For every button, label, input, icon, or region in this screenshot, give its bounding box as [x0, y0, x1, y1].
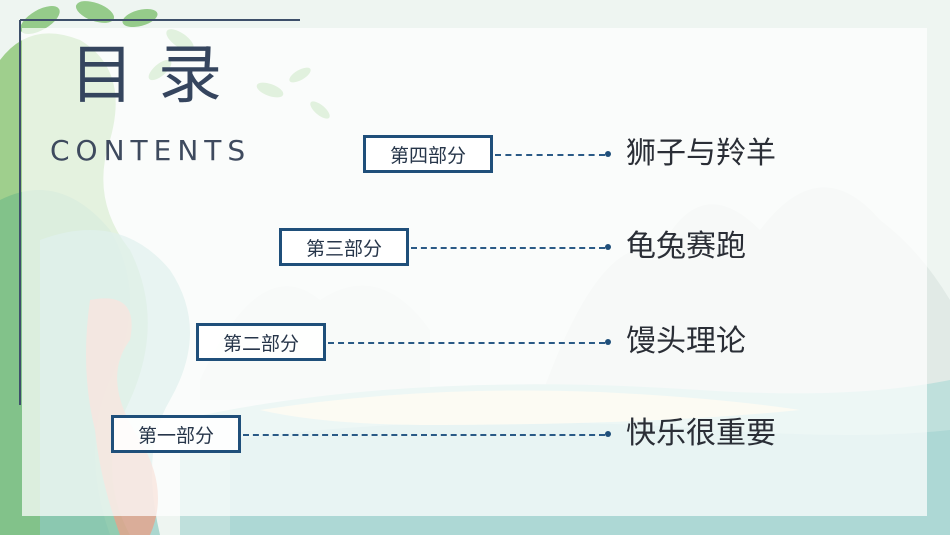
toc-item-1[interactable]: 第一部分 快乐很重要 — [111, 415, 813, 457]
dashed-connector — [411, 247, 605, 249]
connector-dot — [605, 244, 611, 250]
page-subtitle: CONTENTS — [50, 134, 252, 167]
section-title: 快乐很重要 — [626, 416, 776, 451]
dashed-connector — [495, 154, 605, 156]
toc-item-2[interactable]: 第二部分 馒头理论 — [196, 323, 813, 365]
section-title: 馒头理论 — [626, 324, 746, 359]
connector-dot — [605, 339, 611, 345]
part-label-box: 第二部分 — [196, 323, 326, 361]
section-title: 狮子与羚羊 — [626, 136, 776, 171]
dashed-connector — [243, 434, 605, 436]
part-label-box: 第一部分 — [111, 415, 241, 453]
part-label-box: 第四部分 — [363, 135, 493, 173]
part-label: 第三部分 — [305, 237, 382, 260]
part-label: 第二部分 — [222, 332, 299, 355]
part-label-box: 第三部分 — [279, 228, 409, 266]
connector-dot — [605, 151, 611, 157]
part-label: 第四部分 — [389, 144, 466, 167]
page-title: 目录 — [70, 39, 246, 113]
part-label: 第一部分 — [137, 424, 214, 447]
toc-item-4[interactable]: 第四部分 狮子与羚羊 — [363, 135, 813, 177]
section-title: 龟兔赛跑 — [626, 229, 746, 264]
dashed-connector — [328, 342, 605, 344]
toc-item-3[interactable]: 第三部分 龟兔赛跑 — [279, 228, 813, 270]
connector-dot — [605, 431, 611, 437]
